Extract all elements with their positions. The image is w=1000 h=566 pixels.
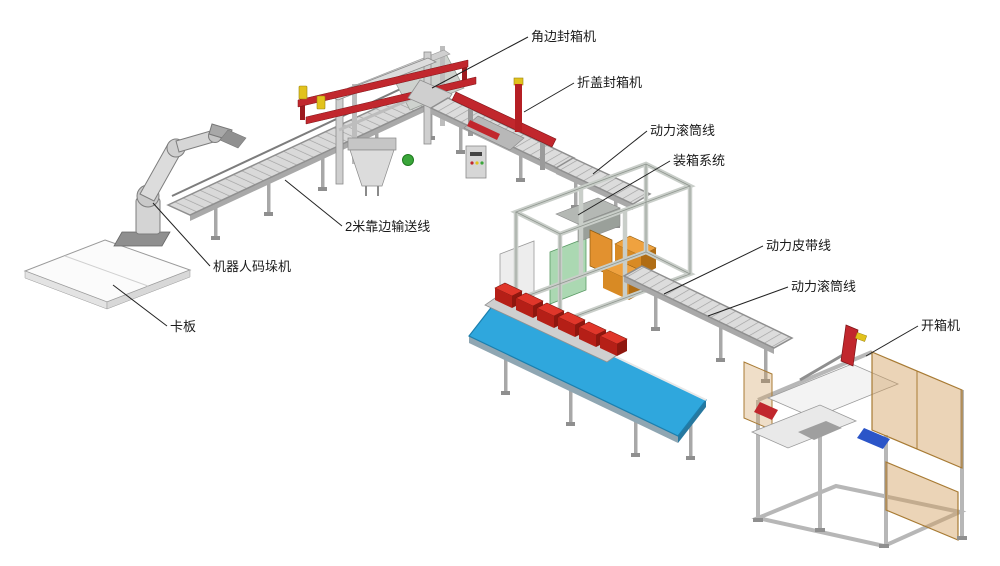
label-robot-palletizer: 机器人码垛机 — [213, 259, 291, 274]
leader-power-belt-line — [663, 245, 764, 295]
leader-case-packing-system — [577, 160, 671, 216]
edge-conveyor-2m — [166, 77, 452, 240]
red-carton-row — [484, 282, 628, 363]
power-roller-line-2 — [622, 265, 794, 383]
label-power-roller-line-2: 动力滚筒线 — [791, 279, 856, 294]
leader-power-roller-line-1 — [592, 130, 648, 175]
pallet — [23, 239, 192, 310]
leader-power-roller-line-2 — [707, 286, 789, 317]
label-corner-sealer: 角边封箱机 — [531, 29, 596, 44]
leader-flap-sealer — [523, 82, 575, 113]
leader-carton-erector — [865, 325, 919, 357]
label-power-roller-line-1: 动力滚筒线 — [650, 123, 715, 138]
leader-robot-palletizer — [152, 202, 211, 267]
leader-pallet — [112, 284, 168, 327]
robot-palletizer — [113, 123, 247, 247]
label-pallet: 卡板 — [170, 319, 196, 334]
label-carton-erector: 开箱机 — [921, 318, 960, 333]
carton-erector-machine — [743, 324, 967, 549]
label-power-belt-line: 动力皮带线 — [766, 238, 831, 253]
flap-sealer-machine — [429, 77, 576, 182]
label-case-packing-system: 装箱系统 — [673, 153, 725, 168]
leader-corner-sealer — [431, 36, 529, 89]
label-edge-conveyor-2m: 2米靠边输送线 — [345, 219, 430, 234]
corner-sealer-machine — [297, 46, 477, 196]
start-button-icon — [402, 154, 414, 166]
label-flap-sealer: 折盖封箱机 — [577, 75, 642, 90]
leader-edge-conveyor — [284, 179, 343, 227]
